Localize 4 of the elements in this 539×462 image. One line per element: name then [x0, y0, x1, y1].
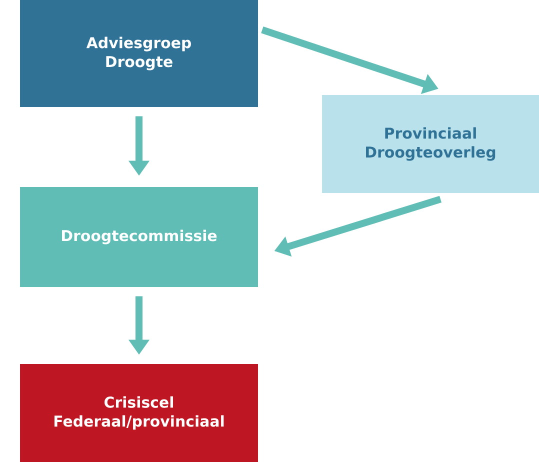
process-box: Droogtecommissie	[20, 187, 258, 287]
process-box: Provinciaal Droogteoverleg	[322, 95, 539, 193]
process-box: Crisiscel Federaal/provinciaal	[20, 364, 258, 462]
process-box: Adviesgroep Droogte	[20, 0, 258, 107]
